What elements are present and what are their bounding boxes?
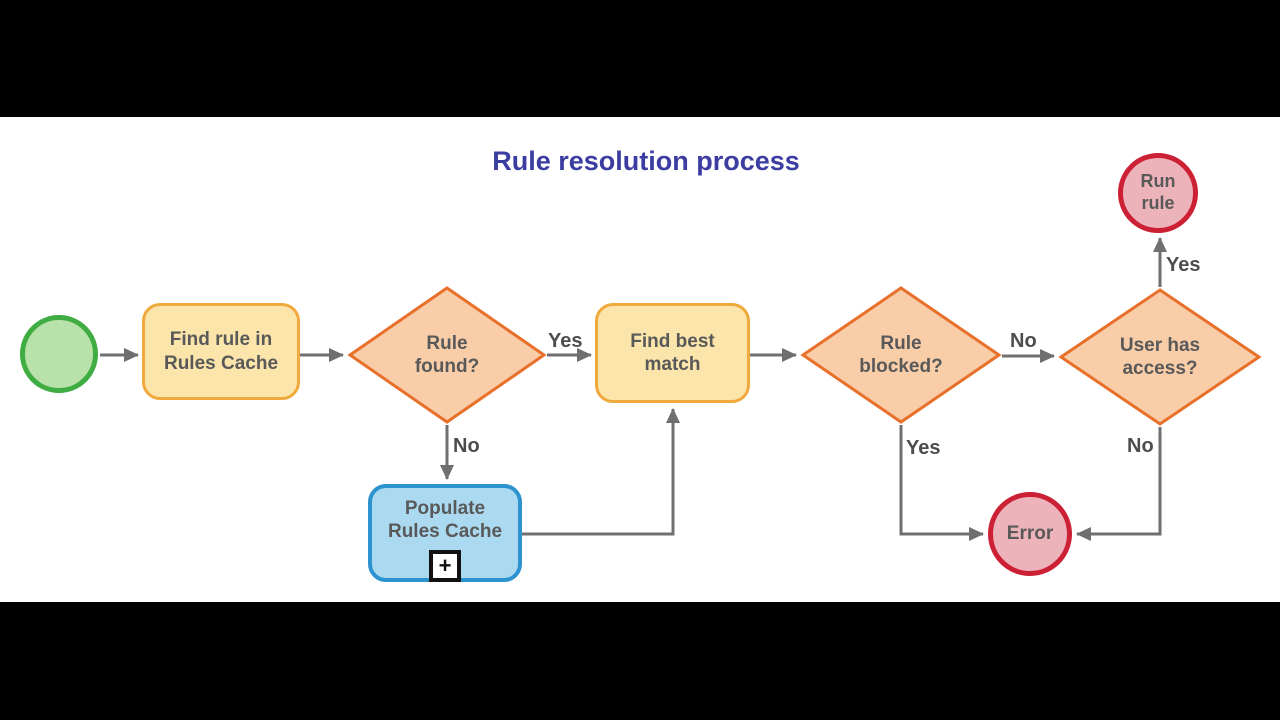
end-event-error-node: Error [988,492,1072,576]
edge-label-rule-found-no: No [453,435,480,457]
decision-rule-found-label: Rule found? [414,332,480,377]
task-find-rule-node: Find rule in Rules Cache [142,303,300,400]
decision-rule-found-node: Rule found? [347,285,547,425]
plus-icon: + [438,553,452,578]
end-event-error-label: Error [1006,523,1054,545]
edge-label-rule-blocked-yes: Yes [906,437,941,459]
connector-rule-blocked-yes-to-error [899,425,984,541]
connector-populate-to-find-best [522,408,680,536]
decision-user-has-access-node: User has access? [1058,287,1262,427]
subprocess-expand-icon: + [429,550,461,582]
end-event-run-rule-node: Run rule [1118,153,1198,233]
task-find-best-match-node: Find best match [595,303,750,403]
diamond-shape [800,286,1002,424]
task-find-best-match-label: Find best match [630,330,715,375]
decision-rule-blocked-node: Rule blocked? [800,285,1002,425]
edge-label-rule-blocked-no: No [1010,330,1037,352]
end-event-run-rule-label: Run rule [1140,171,1176,213]
edge-label-user-access-no: No [1127,435,1154,457]
decision-user-has-access-label: User has access? [1119,334,1201,379]
diamond-shape [1058,288,1262,426]
diamond-shape [347,286,547,424]
subprocess-populate-rules-cache-label: Populate Rules Cache [387,497,503,542]
letterbox-top-bar [0,0,1280,117]
diagram-title: Rule resolution process [492,146,800,176]
start-event-node [20,315,98,393]
edge-label-rule-found-yes: Yes [548,330,583,352]
letterbox-bottom-bar [0,602,1280,720]
task-find-rule-label: Find rule in Rules Cache [163,329,279,374]
decision-rule-blocked-label: Rule blocked? [859,332,943,377]
connector-user-access-no-to-error [1076,427,1162,541]
edge-label-user-access-yes: Yes [1166,254,1201,276]
